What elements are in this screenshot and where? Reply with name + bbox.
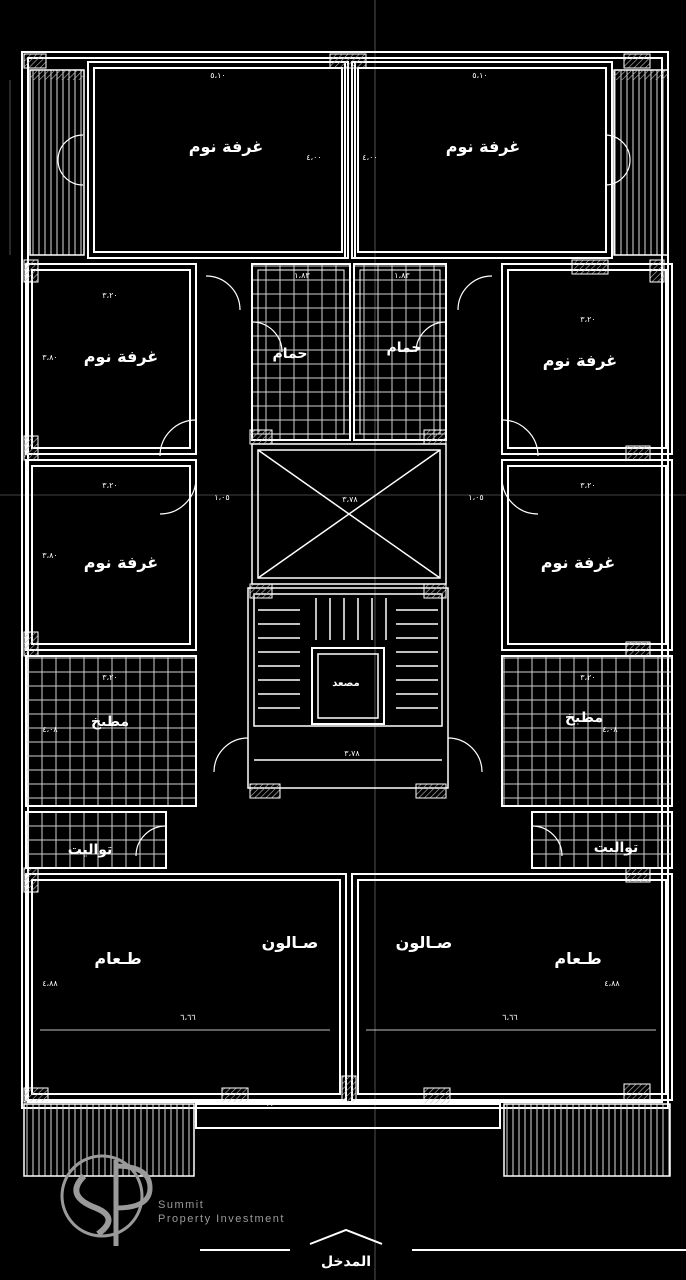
dim-bath-right-width: ١،٨٣ <box>394 271 410 280</box>
label-dining-right: طـعام <box>554 949 601 968</box>
dimension-labels: ٥،١٠ ٥،١٠ ٤،٠٠ ٤،٠٠ ٣،٢٠ ٣،٢٠ ٣،٢٠ ٣،٢٠ … <box>42 71 620 1108</box>
company-logo <box>60 1154 153 1246</box>
dim-bed-left-2-height: ٣،٨٠ <box>42 551 57 560</box>
label-bedroom-mid-left-2: غرفة نوم <box>84 553 158 572</box>
label-salon-right: صـالون <box>396 933 453 952</box>
left-bedrooms <box>25 263 197 651</box>
columns <box>23 53 665 1105</box>
dim-kitchen-right-height: ٤،٠٨ <box>602 725 618 734</box>
label-salon-left: صـالون <box>262 933 319 952</box>
dim-top-left-height: ٤،٠٠ <box>306 153 321 162</box>
dim-bath-left-width: ١،٨٣ <box>294 271 310 280</box>
label-bedroom-mid-left-1: غرفة نوم <box>84 347 158 366</box>
brand-line-1: Summit <box>158 1199 204 1211</box>
label-kitchen-right: مطبخ <box>565 710 603 726</box>
label-dining-left: طـعام <box>94 949 141 968</box>
kitchens <box>25 655 673 807</box>
dim-top-right-width: ٥،١٠ <box>472 71 487 80</box>
dim-kitchen-left-height: ٤،٠٨ <box>42 725 58 734</box>
light-well <box>251 443 447 585</box>
dim-salon-right-height: ٤،٨٨ <box>604 979 620 988</box>
bathrooms <box>251 263 447 441</box>
label-elevator: مصعد <box>332 678 359 689</box>
label-bath-left: حمام <box>273 346 308 362</box>
dim-corridor-left: ١،٠٥ <box>214 493 229 502</box>
dim-top-right-height: ٤،٠٠ <box>362 153 377 162</box>
label-entrance: المدخل <box>321 1254 371 1270</box>
dim-bed-left-1-width: ٣،٢٠ <box>102 291 117 300</box>
label-bedroom-mid-right-1: غرفة نوم <box>543 351 617 370</box>
dim-kitchen-right-width: ٣،٢٠ <box>580 673 595 682</box>
label-kitchen-left: مطبخ <box>91 714 129 730</box>
bottom-balconies <box>23 1103 671 1177</box>
room-labels: غرفة نوم غرفة نوم غرفة نوم غرفة نوم غرفة… <box>68 137 639 968</box>
dim-stair-width: ٣،٧٨ <box>344 749 360 758</box>
dim-corridor-right: ١،٠٥ <box>468 493 483 502</box>
corner-balconies <box>29 69 669 256</box>
stair-core <box>247 587 449 789</box>
dim-bed-left-2-width: ٣،٢٠ <box>102 481 117 490</box>
dim-salon-right-width: ٦،٦٦ <box>502 1013 517 1022</box>
living-areas <box>25 873 673 1101</box>
label-bedroom-top-left: غرفة نوم <box>189 137 263 156</box>
dim-bed-right-2-width: ٣،٢٠ <box>580 481 595 490</box>
dim-bed-right-1-width: ٣،٢٠ <box>580 315 595 324</box>
brand-line-2: Property Investment <box>158 1213 285 1225</box>
door-swings <box>135 275 563 857</box>
dim-top-left-width: ٥،١٠ <box>210 71 225 80</box>
label-bedroom-top-right: غرفة نوم <box>446 137 520 156</box>
label-toilet-right: تواليت <box>594 840 639 856</box>
dim-bed-left-1-height: ٣،٨٠ <box>42 353 57 362</box>
dim-lightwell-width: ٣،٧٨ <box>342 495 358 504</box>
dim-kitchen-left-width: ٣،٢٠ <box>102 673 117 682</box>
dim-salon-left-height: ٤،٨٨ <box>42 979 58 988</box>
label-bedroom-mid-right-2: غرفة نوم <box>541 553 615 572</box>
toilets <box>25 811 673 869</box>
label-bath-right: حمام <box>387 340 422 356</box>
dim-salon-left-width: ٦،٦٦ <box>180 1013 195 1022</box>
entrance-marker: المدخل <box>200 1228 686 1270</box>
label-toilet-left: تواليت <box>68 842 113 858</box>
brand-text: Summit Property Investment <box>158 1199 285 1225</box>
top-rooms <box>87 61 613 259</box>
dim-balcony-bottom: ٣،٠٠ <box>266 1099 281 1108</box>
